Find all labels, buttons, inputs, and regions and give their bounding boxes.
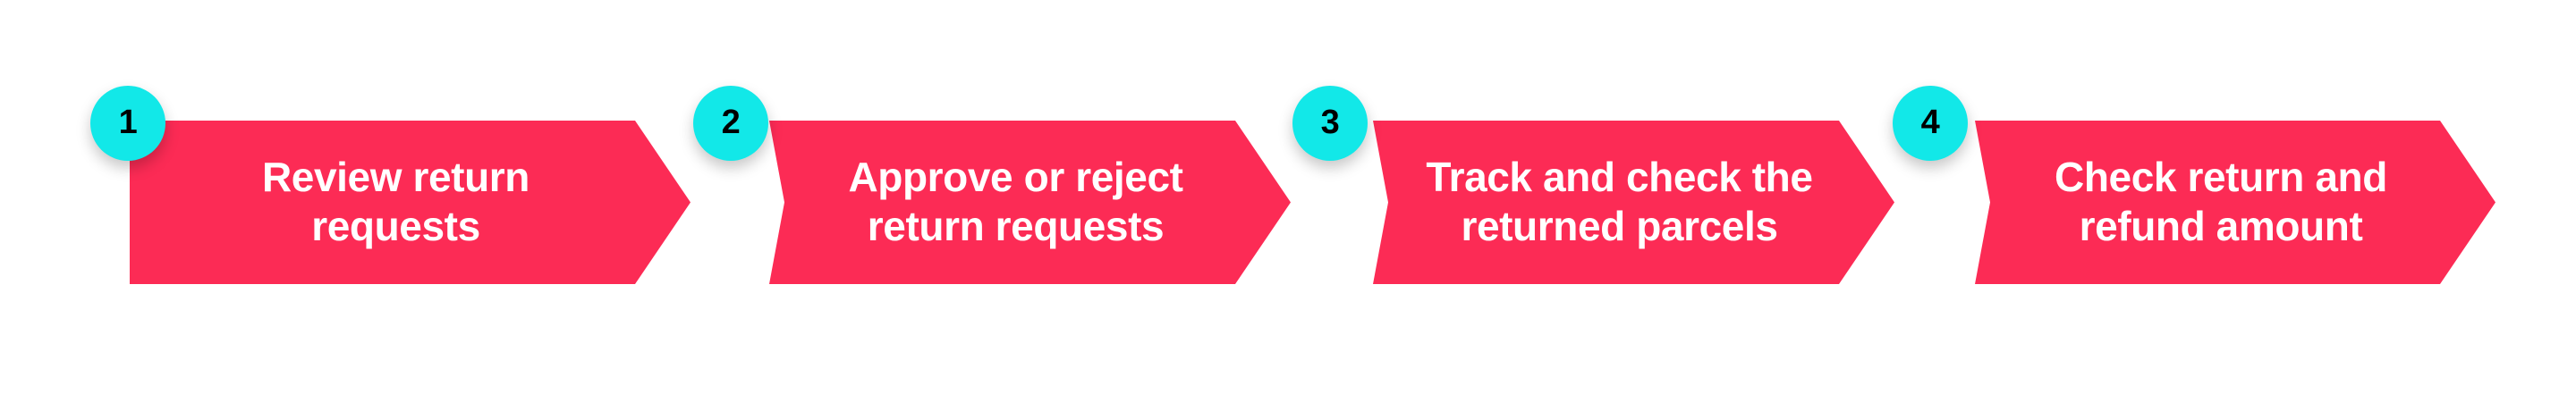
process-step-3-label: Track and check the returned parcels: [1426, 154, 1813, 249]
process-step-2[interactable]: Approve or reject return requests: [769, 121, 1291, 284]
process-step-2-number: 2: [721, 104, 741, 141]
chevron-shape-3: [1373, 121, 1894, 284]
process-step-4-number: 4: [1920, 104, 1940, 141]
process-step-2-label: Approve or reject return requests: [848, 154, 1183, 249]
process-step-4-badge[interactable]: 4: [1893, 86, 1968, 161]
process-step-1[interactable]: Review return requests: [130, 121, 691, 284]
process-step-3[interactable]: Track and check the returned parcels: [1373, 121, 1894, 284]
process-step-1-badge[interactable]: 1: [90, 86, 165, 161]
chevron-shape-2: [769, 121, 1291, 284]
process-step-4[interactable]: Check return and refund amount: [1975, 121, 2496, 284]
process-step-3-badge[interactable]: 3: [1292, 86, 1368, 161]
process-step-1-label: Review return requests: [261, 154, 530, 249]
process-step-2-badge[interactable]: 2: [693, 86, 768, 161]
process-step-1-number: 1: [118, 104, 138, 141]
process-step-3-number: 3: [1320, 104, 1340, 141]
process-step-4-label: Check return and refund amount: [2055, 154, 2387, 249]
chevron-shape-4: [1975, 121, 2496, 284]
chevron-shape-1: [130, 121, 691, 284]
